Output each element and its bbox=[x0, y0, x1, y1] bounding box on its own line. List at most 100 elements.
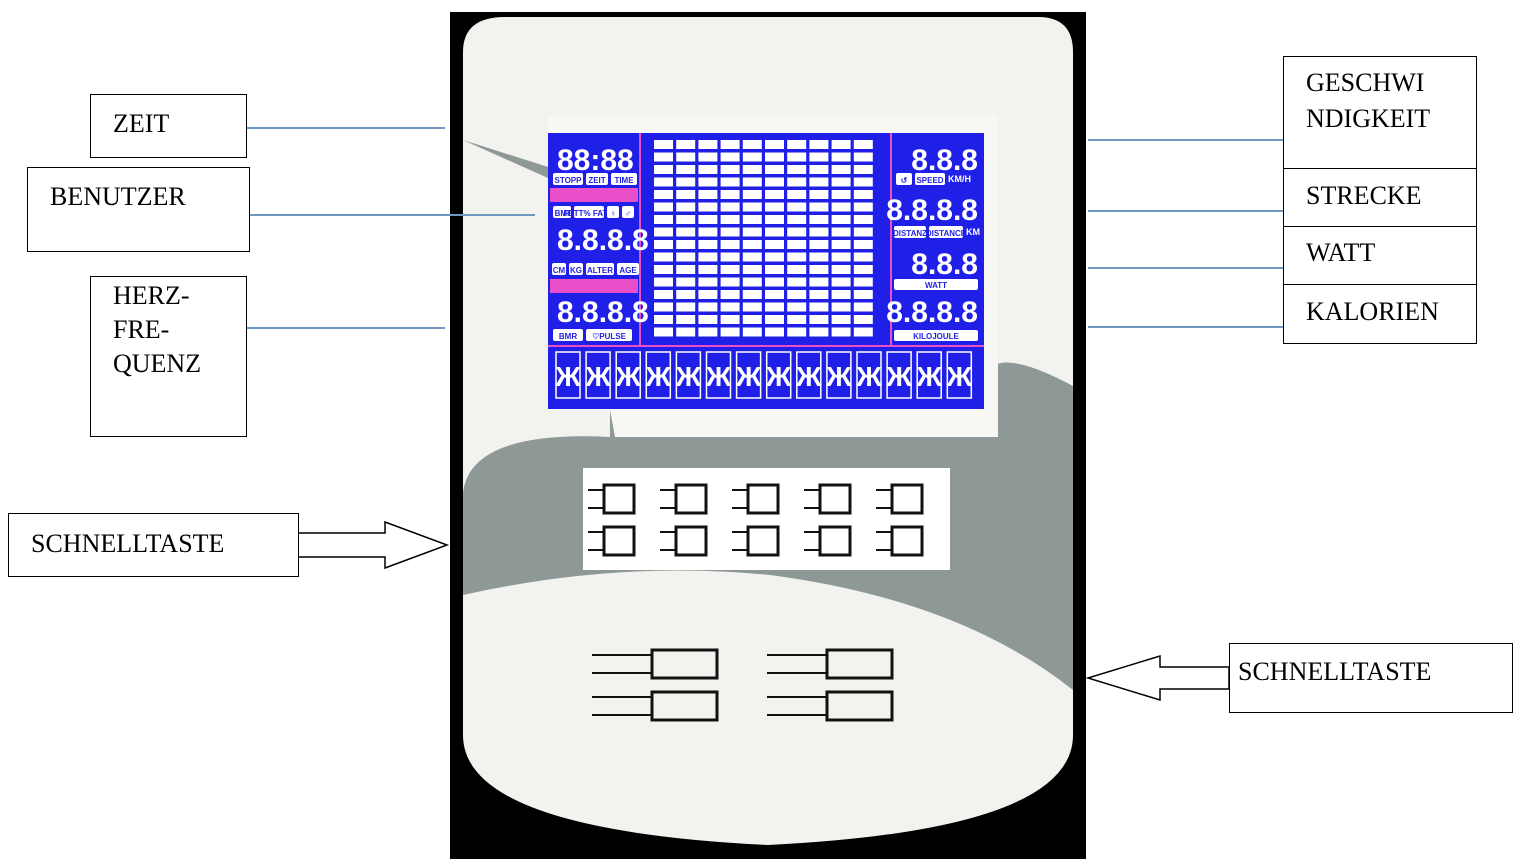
char-cell bbox=[555, 351, 581, 399]
matrix-cell bbox=[654, 140, 673, 149]
matrix-cell bbox=[698, 190, 718, 199]
matrix-cell bbox=[742, 227, 762, 237]
key-box bbox=[602, 483, 636, 515]
matrix-cell bbox=[853, 152, 873, 162]
user-bottom-badge bbox=[569, 263, 583, 275]
char-glyph: Ж bbox=[855, 361, 882, 392]
matrix-cell bbox=[853, 202, 873, 212]
matrix-cell bbox=[787, 227, 807, 237]
matrix-cell bbox=[831, 227, 851, 237]
user-bottom-badge-label: KG bbox=[570, 266, 582, 275]
key-lead bbox=[732, 531, 748, 551]
matrix-cell bbox=[698, 265, 718, 274]
key-box bbox=[890, 525, 924, 557]
user-bottom-badge-label: ALTER bbox=[587, 266, 613, 275]
matrix-cell bbox=[787, 202, 807, 212]
matrix-cell bbox=[654, 290, 673, 299]
matrix-cell bbox=[676, 190, 696, 199]
matrix-cell bbox=[787, 165, 807, 174]
pulse-badge bbox=[553, 329, 583, 341]
key-lead bbox=[767, 654, 827, 674]
matrix-cell bbox=[676, 315, 696, 324]
key-box bbox=[674, 483, 708, 515]
key-lead bbox=[804, 489, 820, 509]
distance-badge bbox=[894, 226, 926, 238]
char-glyph: Ж bbox=[795, 361, 822, 392]
user-bottom-badge bbox=[552, 263, 566, 275]
key-lead bbox=[804, 531, 820, 551]
key-box bbox=[825, 648, 894, 680]
matrix-cell bbox=[720, 215, 740, 224]
matrix-cell bbox=[698, 315, 718, 324]
matrix-cell bbox=[742, 265, 762, 274]
callout-herzfrequenz: HERZ- FRE- QUENZ bbox=[90, 276, 247, 437]
matrix-cell bbox=[853, 177, 873, 187]
matrix-cell bbox=[742, 315, 762, 324]
matrix-cell bbox=[853, 277, 873, 287]
callout-benutzer-label: BENUTZER bbox=[50, 182, 186, 211]
user-bottom-badge bbox=[617, 263, 639, 275]
matrix-cell bbox=[809, 290, 829, 299]
matrix-cell bbox=[831, 252, 851, 262]
user-top-badge bbox=[574, 206, 604, 218]
matrix-cell bbox=[676, 202, 696, 212]
user-top-badge-label: ♀ bbox=[610, 209, 616, 218]
matrix-cell bbox=[809, 240, 829, 249]
matrix-cell bbox=[787, 327, 807, 337]
time-badge bbox=[611, 173, 637, 185]
time-badge-label: STOPP bbox=[555, 176, 583, 185]
key-box bbox=[890, 483, 924, 515]
user-bottom-badge-label: CM bbox=[553, 266, 566, 275]
key-box bbox=[650, 648, 719, 680]
key-lead bbox=[732, 489, 748, 509]
matrix-cell bbox=[742, 252, 762, 262]
key-box bbox=[674, 525, 708, 557]
matrix-cell bbox=[676, 252, 696, 262]
speed-badge bbox=[915, 173, 945, 185]
matrix-cell bbox=[787, 152, 807, 162]
key-lead bbox=[588, 489, 604, 509]
char-glyph: Ж bbox=[946, 361, 973, 392]
lcd-dot-matrix bbox=[548, 133, 984, 347]
user-bottom-badge bbox=[586, 263, 614, 275]
matrix-cell bbox=[698, 152, 718, 162]
matrix-cell bbox=[787, 252, 807, 262]
callout-schnelltaste-right-label: SCHNELLTASTE bbox=[1238, 657, 1432, 686]
key-box bbox=[746, 483, 780, 515]
matrix-cell bbox=[654, 227, 673, 237]
callout-herzfrequenz-label: HERZ- FRE- QUENZ bbox=[113, 281, 202, 378]
callout-schnelltaste-left: SCHNELLTASTE bbox=[8, 513, 299, 577]
matrix-cell bbox=[676, 290, 696, 299]
time-badge bbox=[553, 173, 583, 185]
matrix-cell bbox=[698, 302, 718, 312]
matrix-cell bbox=[787, 315, 807, 324]
matrix-cell bbox=[809, 327, 829, 337]
matrix-cell bbox=[787, 140, 807, 149]
matrix-cell bbox=[742, 277, 762, 287]
matrix-cell bbox=[654, 265, 673, 274]
callout-zeit: ZEIT bbox=[90, 94, 247, 158]
matrix-cell bbox=[831, 215, 851, 224]
char-cell bbox=[585, 351, 611, 399]
matrix-cell bbox=[698, 290, 718, 299]
matrix-cell bbox=[765, 252, 784, 262]
key-box bbox=[602, 525, 636, 557]
matrix-cell bbox=[742, 165, 762, 174]
matrix-cell bbox=[720, 315, 740, 324]
key-box bbox=[818, 483, 852, 515]
matrix-cell bbox=[853, 140, 873, 149]
arrow-left-icon bbox=[297, 520, 450, 570]
matrix-cell bbox=[676, 140, 696, 149]
char-glyph: Ж bbox=[916, 361, 943, 392]
matrix-cell bbox=[676, 265, 696, 274]
matrix-cell bbox=[809, 265, 829, 274]
matrix-cell bbox=[809, 190, 829, 199]
matrix-cell bbox=[654, 240, 673, 249]
matrix-cell bbox=[654, 177, 673, 187]
matrix-cell bbox=[742, 327, 762, 337]
matrix-cell bbox=[698, 240, 718, 249]
matrix-cell bbox=[853, 252, 873, 262]
matrix-cell bbox=[742, 302, 762, 312]
matrix-cell bbox=[853, 215, 873, 224]
pulse-digits: 8.8.8.8 bbox=[557, 296, 649, 329]
